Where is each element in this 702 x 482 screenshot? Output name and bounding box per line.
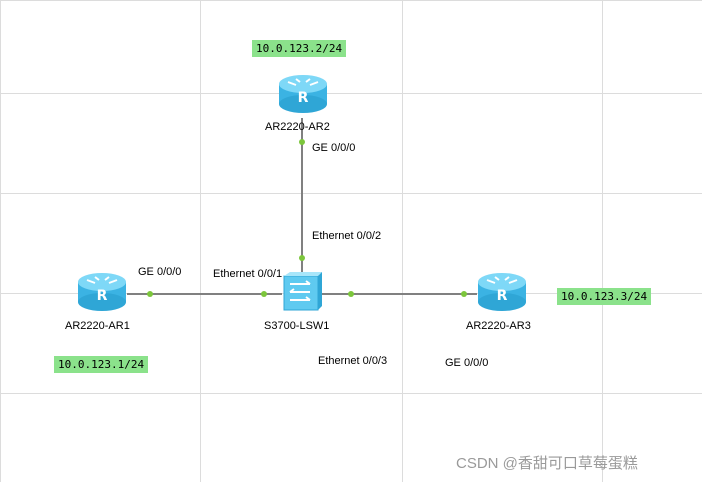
- watermark: CSDN @香甜可口草莓蛋糕: [456, 455, 638, 472]
- device-name-ar3: AR2220-AR3: [466, 320, 531, 332]
- router-icon[interactable]: R: [477, 270, 527, 312]
- port-dot: [147, 291, 153, 297]
- switch-icon[interactable]: [278, 270, 324, 316]
- port-label-ar3: GE 0/0/0: [445, 357, 489, 369]
- port-label-ar1: GE 0/0/0: [138, 266, 182, 278]
- svg-text:R: R: [497, 288, 508, 304]
- port-dot: [299, 139, 305, 145]
- port-dot: [299, 255, 305, 261]
- device-name-sw1: S3700-LSW1: [264, 320, 330, 332]
- grid-line: [402, 0, 403, 482]
- grid-line: [0, 0, 702, 1]
- grid-line: [200, 0, 201, 482]
- grid-line: [0, 193, 702, 194]
- ip-label-ar2: 10.0.123.2/24: [252, 40, 347, 57]
- device-name-ar1: AR2220-AR1: [65, 320, 130, 332]
- ip-label-ar1: 10.0.123.1/24: [54, 356, 149, 373]
- ip-label-ar3: 10.0.​123.3/24: [557, 288, 652, 305]
- port-label-sw1-p3: Ethernet 0/0/3: [318, 355, 388, 367]
- grid-line: [0, 0, 1, 482]
- grid-line: [0, 393, 702, 394]
- device-name-ar2: AR2220-AR2: [265, 121, 330, 133]
- port-label-sw1-p1: Ethernet 0/0/1: [213, 268, 283, 280]
- router-icon[interactable]: R: [278, 72, 328, 114]
- grid-line: [0, 93, 702, 94]
- port-dot: [461, 291, 467, 297]
- port-label-sw1-p2: Ethernet 0/0/2: [312, 230, 382, 242]
- svg-text:R: R: [97, 288, 108, 304]
- grid-line: [602, 0, 603, 482]
- port-dot: [261, 291, 267, 297]
- port-dot: [348, 291, 354, 297]
- svg-text:R: R: [298, 90, 309, 106]
- port-label-ar2: GE 0/0/0: [312, 142, 356, 154]
- router-icon[interactable]: R: [77, 270, 127, 312]
